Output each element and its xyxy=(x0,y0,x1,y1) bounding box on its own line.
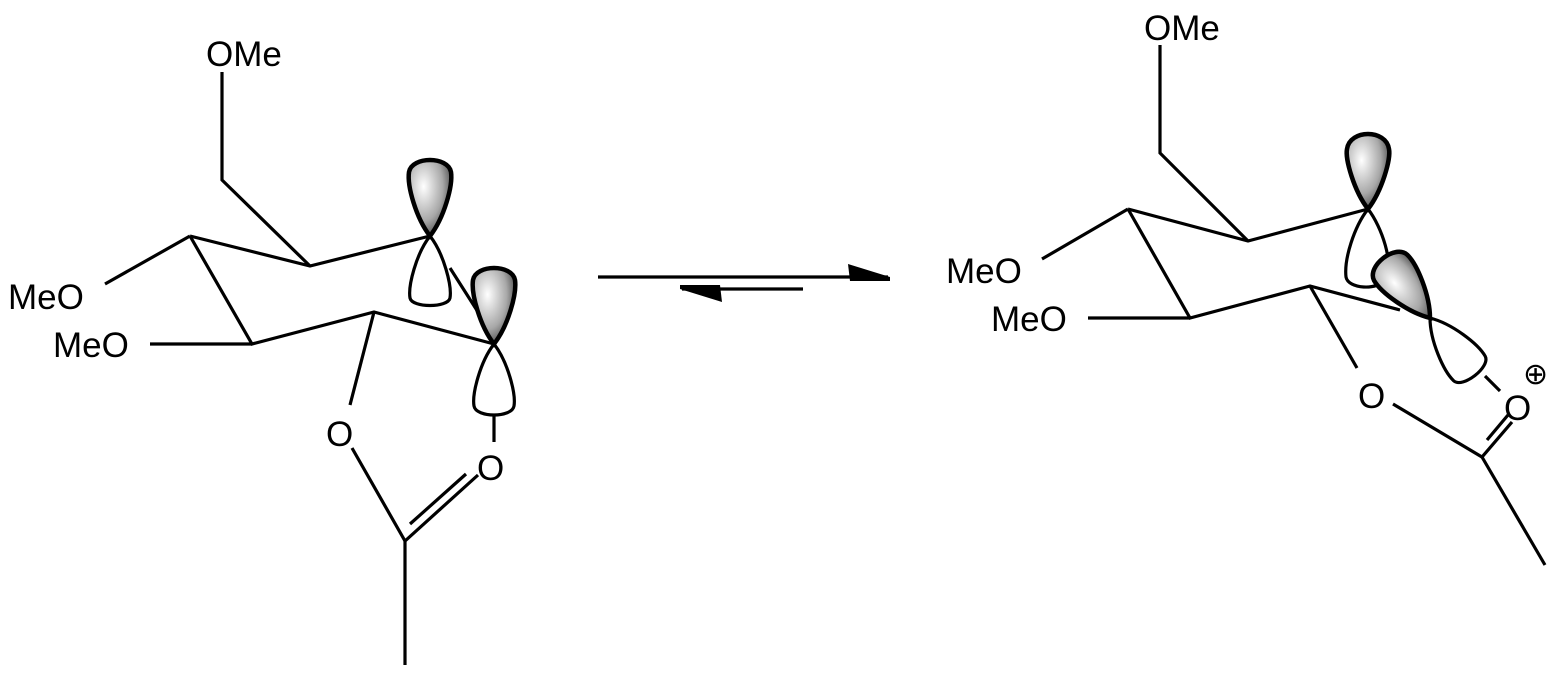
p-orbital xyxy=(406,157,454,308)
right-molecule: OMe MeO MeO O O ⊕ xyxy=(946,9,1548,566)
bond xyxy=(1480,456,1547,566)
orbital-lobe-shaded xyxy=(1344,131,1392,213)
ome-label: OMe xyxy=(206,35,282,74)
left-molecule: OMe MeO MeO O O xyxy=(8,35,518,665)
orbital-lobe-shaded xyxy=(1370,249,1433,321)
forward-arrowhead xyxy=(848,264,890,281)
bond xyxy=(350,447,480,544)
bond xyxy=(1308,285,1359,369)
meo-label: MeO xyxy=(991,300,1067,339)
o-label: O xyxy=(1358,377,1385,416)
orbital-lobe xyxy=(408,233,452,308)
o-label: O xyxy=(326,415,353,454)
bond xyxy=(1485,413,1510,442)
bond xyxy=(1126,208,1401,320)
o-label: O xyxy=(1504,389,1531,428)
bond xyxy=(1127,207,1369,243)
ome-label: OMe xyxy=(1144,9,1220,48)
equilibrium-arrow xyxy=(598,264,890,302)
p-orbital xyxy=(1344,131,1392,289)
reverse-arrowhead xyxy=(680,285,722,302)
bond xyxy=(1041,207,1129,261)
p-orbital xyxy=(470,265,518,417)
orbital-lobe xyxy=(472,341,516,417)
bond xyxy=(220,72,312,268)
positive-charge: ⊕ xyxy=(1523,358,1548,391)
orbital-lobe-shaded xyxy=(470,265,518,348)
bond xyxy=(188,235,495,346)
meo-label: MeO xyxy=(946,252,1022,291)
bond xyxy=(104,234,191,286)
bond xyxy=(408,472,468,526)
meo-label: MeO xyxy=(53,326,129,365)
bond xyxy=(189,234,431,268)
o-label: O xyxy=(477,449,504,488)
bond xyxy=(1483,374,1502,393)
meo-label: MeO xyxy=(8,278,84,317)
orbital-lobe-shaded xyxy=(406,157,454,240)
p-orbital xyxy=(1370,249,1488,385)
bond xyxy=(448,267,480,313)
bond xyxy=(348,311,376,406)
bond xyxy=(1158,45,1250,243)
orbital-lobe xyxy=(1428,315,1488,385)
